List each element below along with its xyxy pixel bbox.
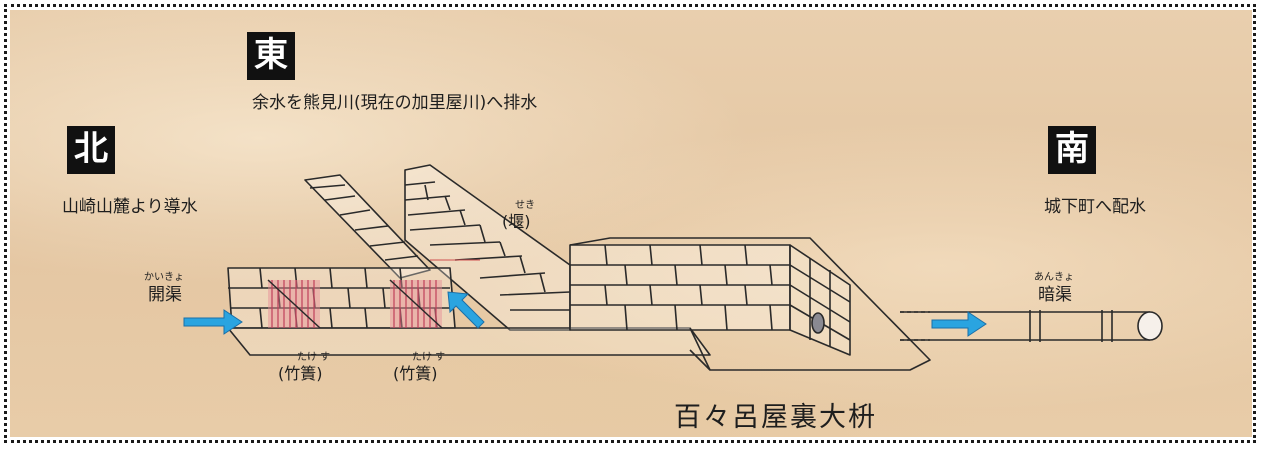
bamboo-screen-1-ruby: たけ す — [297, 352, 331, 363]
pipe-dashed-entry — [900, 311, 930, 341]
open-channel-label: 開渠 — [148, 285, 182, 305]
open-channel-ruby: かいきょ — [144, 272, 184, 283]
bamboo-screen-1-label: (竹簀) — [278, 364, 323, 383]
pipe-joints — [1029, 310, 1113, 342]
dotted-frame — [4, 4, 1256, 443]
channel-floor — [227, 327, 711, 356]
flow-arrow-out — [931, 311, 987, 337]
south-caption: 城下町へ配水 — [1044, 197, 1146, 217]
flow-arrow-weir — [447, 291, 485, 329]
sloped-wall-joints — [309, 184, 419, 261]
stonework-group — [227, 164, 1163, 371]
east-badge: 東 — [247, 32, 295, 80]
basin-front-edge — [689, 327, 711, 371]
basin-back-joints — [570, 244, 790, 331]
culvert-pipe — [900, 311, 1150, 341]
bamboo-screen-1 — [267, 279, 321, 329]
culvert-ruby: あんきょ — [1034, 272, 1074, 283]
bamboo-screen-2-label: (竹簀) — [393, 364, 438, 383]
sign-board: 東 余水を熊見川(現在の加里屋川)へ排水 北 山崎山麓より導水 南 城下町へ配水… — [10, 10, 1252, 437]
diagram-title: 百々呂屋裏大枡 — [674, 402, 877, 433]
weir-wall-vjoints — [424, 184, 546, 293]
basin-side-wall — [789, 244, 851, 356]
diagram-illustration — [183, 164, 1163, 371]
basin-back-wall — [569, 244, 791, 331]
south-badge: 南 — [1048, 126, 1096, 174]
outlet-hole — [811, 312, 825, 334]
sloped-wall — [304, 174, 431, 279]
weir-ruby: せき — [515, 200, 535, 211]
east-caption: 余水を熊見川(現在の加里屋川)へ排水 — [252, 93, 538, 113]
north-badge: 北 — [67, 126, 115, 174]
culvert-label: 暗渠 — [1038, 285, 1072, 305]
bamboo-screen-2 — [389, 279, 443, 329]
pipe-opening — [1137, 311, 1163, 341]
north-caption: 山崎山麓より導水 — [62, 197, 198, 217]
weir-label: (堰) — [502, 212, 531, 231]
flow-arrow-in — [183, 309, 243, 335]
bamboo-screen-2-ruby: たけ す — [412, 352, 446, 363]
